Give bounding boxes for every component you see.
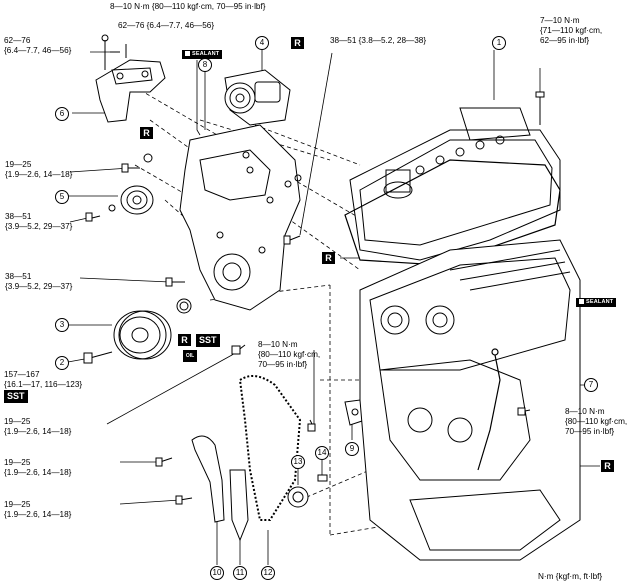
callout-2: 2 [55,356,69,370]
callout-6: 6 [55,107,69,121]
replace-tag-tensioner: R [291,37,304,49]
crankshaft-sprocket-part [287,486,309,508]
callout-1: 1 [492,36,506,50]
engine-mount-part [95,34,166,123]
head-cover-gasket-part [344,159,561,266]
sealant-tag-right: SEALANT [576,298,617,307]
callout-14: 14 [315,446,329,460]
units-note: N·m {kgf·m, ft·lbf} [538,572,603,581]
replace-tag-seal: R [178,334,191,346]
key-part [317,474,328,482]
engine-block-part [359,239,581,561]
sst-tag-crank-bolt: SST [4,390,28,403]
chain-guide-part [191,435,225,523]
crankshaft-pulley-part [113,310,172,360]
front-oil-seal-part [176,298,192,314]
callout-7: 7 [584,378,598,392]
bolts [85,51,545,505]
sealant-leader [196,60,201,136]
torque-label-idler: 38—51 {3.9—5.2, 29—37} [5,212,73,231]
callout-5: 5 [55,190,69,204]
torque-label-mount-top: 62—76 {6.4—7.7, 46—56} [118,21,215,30]
torque-label-front-cover-b: 38—51 {3.9—5.2, 29—37} [5,272,73,291]
sealant-tag-top: SEALANT [182,50,223,59]
torque-label-chain-area: 8—10 N·m {80—110 kgf·cm, 70—95 in·lbf} [258,340,321,369]
callout-3: 3 [55,318,69,332]
torque-label-crank-bolt: 157—167 {16.1—17, 116—123} [4,370,83,389]
callout-12: 12 [261,566,275,580]
replace-tag-gasket: R [322,252,335,264]
torque-label-cover-stud: 8—10 N·m {80—110 kgf·cm, 70—95 in·lbf} [110,2,266,11]
sst-tag-seal: SST [196,334,220,347]
torque-label-front-cover-a: 19—25 {1.9—2.6, 14—18} [5,160,73,179]
tensioner-arm-part [229,469,249,542]
torque-label-chain-bolt-c: 19—25 {1.9—2.6, 14—18} [4,500,72,519]
replace-tag-dipstick-o-ring: R [601,460,614,472]
torque-label-chain-bolt-a: 19—25 {1.9—2.6, 14—18} [4,417,72,436]
callout-13: 13 [291,455,305,469]
idler-pulley-part [108,185,154,215]
torque-label-dipstick-bolt: 8—10 N·m {80—110 kgf·cm, 70—95 in·lbf} [565,407,628,436]
torque-label-chain-bolt-b: 19—25 {1.9—2.6, 14—18} [4,458,72,477]
oil-level-gauge-part [477,348,501,471]
drive-belt-tensioner-part [224,69,291,126]
cylinder-head-cover-part [349,98,561,261]
callout-10: 10 [210,566,224,580]
torque-label-front-cover-top: 38—51 {3.8—5.2, 28—38} [330,36,427,45]
callout-8: 8 [198,58,212,72]
callout-9: 9 [345,442,359,456]
crankshaft-pulley-bolt-part [83,351,113,364]
replace-tag-o-ring: R [140,127,153,139]
callout-11: 11 [233,566,247,580]
engine-front-cover-part [179,124,302,311]
oil-can-icon: OIL [183,350,197,362]
torque-label-mount-left: 62—76 {6.4—7.7, 46—56} [4,36,72,55]
callout-4: 4 [255,36,269,50]
torque-label-cover-bolt: 7—10 N·m {71—110 kgf·cm, 62—95 in·lbf} [540,16,603,45]
